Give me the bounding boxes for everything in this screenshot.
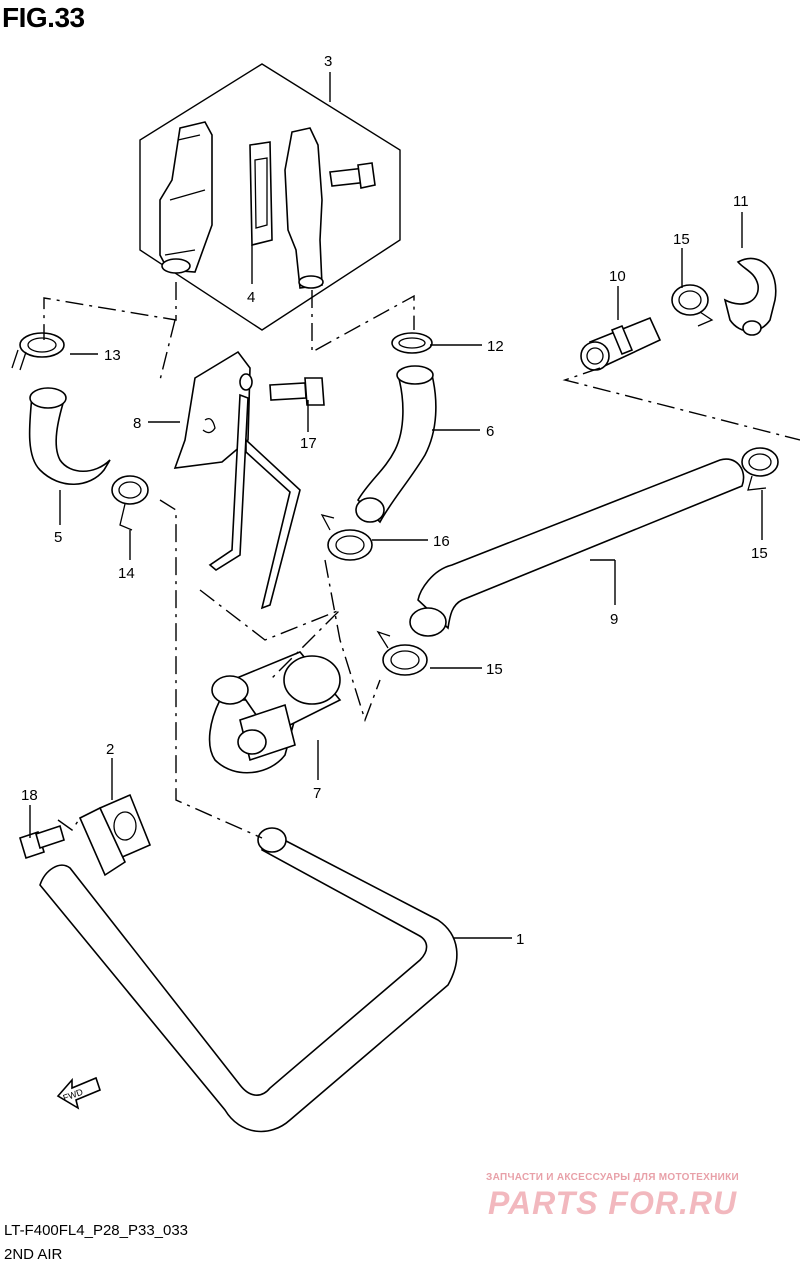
callout-7: 7 bbox=[313, 785, 321, 802]
pipe-10 bbox=[580, 316, 662, 371]
callout-2: 2 bbox=[106, 741, 114, 758]
callout-14: 14 bbox=[118, 565, 135, 582]
callout-8: 8 bbox=[133, 415, 141, 432]
callout-13: 13 bbox=[104, 347, 121, 364]
watermark-logo: PARTS FOR.RU bbox=[488, 1185, 738, 1221]
watermark-tagline: ЗАПЧАСТИ И АКСЕССУАРЫ ДЛЯ МОТОТЕХНИКИ bbox=[486, 1172, 739, 1183]
callout-6: 6 bbox=[486, 423, 494, 440]
clamp-16 bbox=[320, 514, 373, 561]
callout-18: 18 bbox=[21, 787, 38, 804]
clamp-12 bbox=[391, 332, 433, 354]
reed-valve-housing bbox=[159, 121, 213, 274]
diagram-code: LT-F400FL4_P28_P33_033 bbox=[4, 1222, 189, 1239]
reed-valve-cover bbox=[284, 127, 324, 289]
callout-15-right: 15 bbox=[751, 545, 768, 562]
callout-4: 4 bbox=[247, 289, 255, 306]
callout-10: 10 bbox=[609, 268, 626, 285]
fwd-arrow-icon bbox=[56, 1076, 101, 1110]
clamp-15-lower bbox=[376, 630, 428, 676]
hose-1 bbox=[39, 828, 458, 1133]
callout-17: 17 bbox=[300, 435, 317, 452]
pipe-right bbox=[245, 438, 301, 610]
bracket-8 bbox=[173, 350, 251, 469]
callout-9: 9 bbox=[610, 611, 618, 628]
hose-5 bbox=[28, 394, 111, 486]
callout-12: 12 bbox=[487, 338, 504, 355]
hose-9 bbox=[417, 458, 745, 630]
bolt-17 bbox=[269, 377, 325, 406]
hose-1-flange bbox=[78, 806, 127, 877]
bolt-3 bbox=[329, 162, 376, 189]
callout-11: 11 bbox=[733, 193, 749, 210]
hose-6 bbox=[356, 374, 437, 524]
callout-3: 3 bbox=[324, 53, 332, 70]
callout-1: 1 bbox=[516, 931, 524, 948]
pipe-left bbox=[208, 393, 249, 571]
bolt-18 bbox=[19, 824, 65, 860]
holder-11 bbox=[723, 257, 777, 333]
clamp-14 bbox=[111, 475, 149, 531]
assembly-box-3 bbox=[139, 63, 401, 331]
section-name: 2ND AIR bbox=[4, 1246, 63, 1263]
clamp-13 bbox=[11, 332, 65, 371]
air-valve-7 bbox=[208, 651, 342, 774]
callout-16: 16 bbox=[433, 533, 450, 550]
figure-title: FIG.33 bbox=[2, 2, 85, 33]
clamp-15-right bbox=[741, 447, 779, 491]
callout-15-top: 15 bbox=[673, 231, 690, 248]
reed-valve-plate bbox=[249, 141, 273, 247]
callout-5: 5 bbox=[54, 529, 62, 546]
callout-15-lower: 15 bbox=[486, 661, 503, 678]
clamp-15-top bbox=[671, 284, 714, 327]
